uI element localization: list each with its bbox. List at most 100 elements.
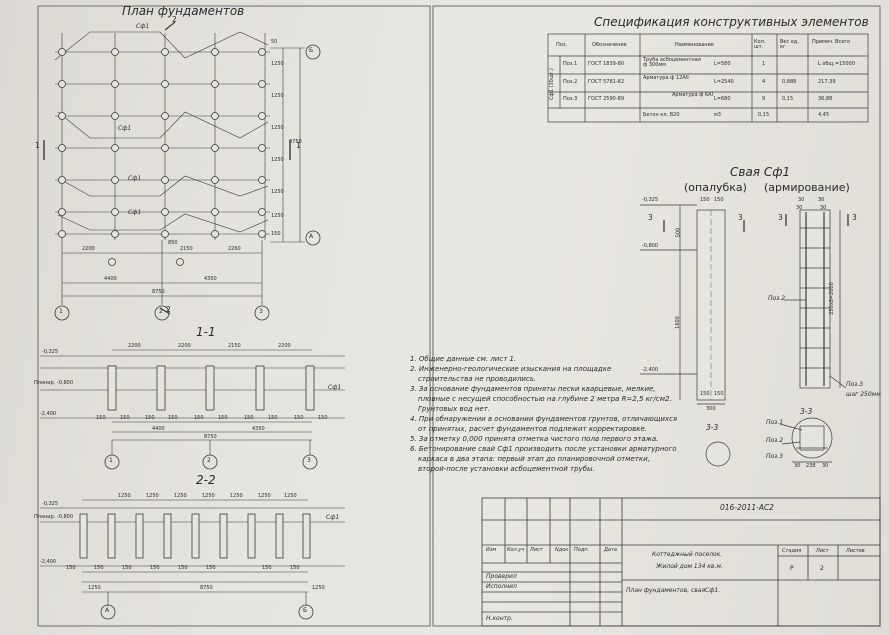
plan-dim: 4400: [104, 276, 117, 282]
level-mark: Планир. -0,800: [34, 380, 74, 386]
stamp-role: Исполнил: [486, 583, 517, 590]
section-3-3-title-b: 3-3: [800, 407, 813, 416]
sec11-axis: 1: [109, 457, 113, 464]
sec22-dim: 1250: [284, 493, 297, 499]
spec-row-name: Труба асбоцементная ф 300мм: [643, 57, 701, 68]
spec-row-mass: 0,888: [782, 79, 797, 85]
note-line: каркаса в два этапа: первый этап до план…: [418, 455, 650, 463]
sec22-dim: 1250: [146, 493, 159, 499]
sec11-width: 150: [168, 415, 178, 421]
spec-row-len: м3: [714, 112, 721, 118]
stamp-role: Проверил: [486, 573, 517, 580]
arm-cut-left: 3: [778, 213, 783, 222]
section-1-1-piles: [107, 365, 315, 411]
level-mark: -2,400: [40, 559, 57, 565]
sec11-dim: 2200: [178, 343, 191, 349]
sec11-dim: 2200: [128, 343, 141, 349]
sec22-width: 150: [122, 565, 132, 571]
sec22-axis: Б: [303, 607, 308, 614]
level-mark: -0,325: [42, 501, 59, 507]
section-2-2-lines: [40, 499, 345, 606]
stamp-project: Коттеджный поселок.: [652, 551, 723, 558]
pile-cut-right: 3: [738, 213, 743, 222]
section-1-1-lines: [40, 349, 345, 455]
arm-dim: 30: [796, 205, 803, 211]
stamp-col: Подп.: [574, 547, 590, 553]
stamp-col: Nдок: [555, 547, 569, 553]
note-line: 1. Общие данные см. лист 1.: [410, 355, 517, 363]
sec11-width: 150: [318, 415, 328, 421]
sec22-dim: 1250: [88, 585, 101, 591]
plan-cut-side-left: 1: [35, 141, 40, 150]
arm-step: шаг 250мм: [846, 391, 881, 398]
sec11-dim: 4350: [252, 426, 265, 432]
spec-group-label: Сф1 (30шт.): [549, 68, 555, 100]
spec-row-qty: 1: [762, 61, 766, 67]
spec-row-qty: 4: [762, 79, 766, 85]
sec22-dim: 1250: [258, 493, 271, 499]
sec22-width: 150: [178, 565, 188, 571]
spec-row-designation: ГОСТ 1839-80: [588, 61, 625, 67]
spec-table-lines: [547, 33, 869, 123]
plan-pile-label: Сф1: [118, 125, 132, 132]
note-line: пловные с несущей способностью на глубин…: [418, 395, 672, 403]
sec22-width: 150: [94, 565, 104, 571]
plan-dim: 150: [271, 231, 281, 237]
spec-row-note: L общ.=15000: [818, 61, 855, 67]
sec22-width: 150: [150, 565, 160, 571]
sec11-width: 150: [145, 415, 155, 421]
sec22-width: 150: [66, 565, 76, 571]
spec-header-designation: Обозначение: [592, 42, 627, 48]
section-1-1-title: 1-1: [196, 325, 216, 339]
spec-row-note: 217,39: [818, 79, 836, 85]
level-mark: Планир. -0,800: [34, 514, 74, 520]
spec-row-note: 36,88: [818, 96, 833, 102]
sec33-pos3: Поз.3: [766, 453, 784, 460]
sec22-dim: 8750: [200, 585, 213, 591]
stamp-col: Кол.уч: [507, 547, 525, 553]
arm-cut-right: 3: [852, 213, 857, 222]
stamp-stage: Р: [790, 565, 794, 572]
note-line: от принятых, расчет фундаментов подлежит…: [418, 425, 647, 433]
plan-dim: 1250: [271, 61, 284, 67]
axis-1-label: 1: [59, 308, 63, 315]
plan-cut-mark: 2: [172, 15, 177, 24]
stamp-sheet: 2: [820, 565, 824, 572]
plan-dim: 1250: [271, 93, 284, 99]
sec33-dim: 238: [806, 463, 816, 469]
plan-dim: 4350: [204, 276, 217, 282]
stamp-drawing-title: План фундаментов, сваяСф1.: [626, 587, 721, 594]
section-2-2-title: 2-2: [196, 473, 216, 487]
pile-dim: 300: [706, 406, 716, 412]
axis-3-label: 3: [259, 308, 263, 315]
sec22-width: 150: [262, 565, 272, 571]
note-line: 6. Бетонирование свай Сф1 производить по…: [410, 445, 677, 453]
plan-cut-mark-bottom: 2: [166, 305, 171, 314]
arm-pos3: Поз.3: [846, 381, 864, 388]
spec-row-name: Арматура ф 6АI: [672, 92, 714, 98]
section-2-2-piles: [79, 513, 311, 559]
pile-level: -2,400: [642, 367, 659, 373]
arm-pitch: 250х8=2000: [828, 282, 835, 315]
reinforcement-label: (армирование): [764, 181, 850, 194]
spec-header-pos: Поз.: [556, 42, 568, 48]
stamp-col: Дата: [604, 547, 617, 553]
stamp-building: Жилой дом 134 кв.м.: [656, 563, 723, 570]
plan-pile-label: Сф1: [128, 209, 142, 216]
spec-row-name: Бетон кл. В20: [643, 112, 680, 118]
plan-dim: 8750: [152, 289, 165, 295]
sec33-dim: 30: [794, 463, 801, 469]
pile-dim: 150: [700, 391, 710, 397]
plan-title: План фундаментов: [122, 4, 245, 18]
pile-dim: 150: [700, 197, 710, 203]
plan-dim: 2200: [82, 246, 95, 252]
sec33-pos1: Поз.1: [766, 419, 784, 426]
sec11-width: 150: [294, 415, 304, 421]
sec22-axis: А: [105, 607, 110, 614]
plan-pile-label: Сф1: [136, 23, 150, 30]
plan-dim: 850: [168, 240, 178, 246]
spec-row-note: 4,45: [818, 112, 830, 118]
paper-fold: [430, 0, 433, 635]
plan-dim: 1250: [271, 213, 284, 219]
spec-title: Спецификация конструктивных элементов: [594, 15, 869, 29]
